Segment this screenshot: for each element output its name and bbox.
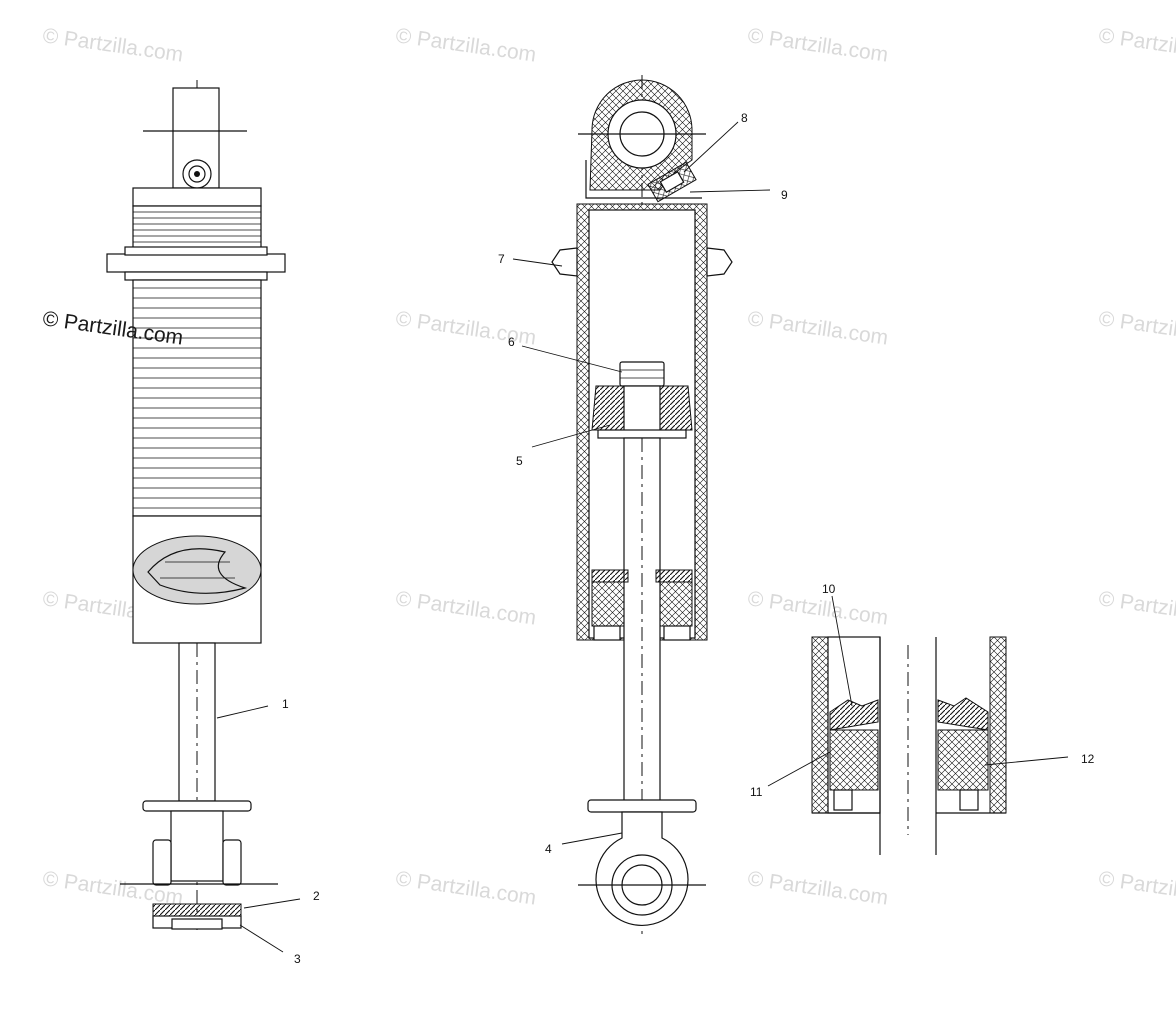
piston-nut-6: [619, 361, 665, 387]
callout-6: 6: [508, 335, 515, 349]
piston-rod-1: [178, 642, 216, 802]
detail-wall-left: [811, 636, 829, 814]
watermark-text: © Partzilla.com: [746, 587, 889, 629]
callout-11: 11: [750, 785, 763, 799]
callout-9: 9: [781, 188, 788, 202]
watermark-text: © Partzilla.com: [746, 867, 889, 909]
shock-cross-section-view: [551, 75, 733, 935]
callout-2: 2: [313, 889, 320, 903]
shock-exterior-view: [106, 80, 286, 930]
bottom-spring-seat: [142, 800, 252, 812]
watermark-text: © Partzilla.com: [394, 587, 537, 629]
seal-head-11: [829, 729, 879, 791]
watermark-text: © Partzilla.com: [1097, 867, 1176, 909]
watermark-text: © Partzilla.com: [394, 307, 537, 349]
watermark-text: © Partzilla.com: [746, 24, 889, 66]
callout-10: 10: [822, 582, 836, 596]
leader-6: [521, 345, 623, 373]
leader-7: [512, 258, 563, 267]
preload-adjuster-nut: [106, 253, 286, 273]
watermark-text: © Partzilla.com: [1097, 587, 1176, 629]
leader-8: [683, 121, 739, 173]
callout-3: 3: [294, 952, 301, 966]
callout-12: 12: [1081, 752, 1095, 766]
bottom-clevis: [170, 810, 224, 882]
callout-8: 8: [741, 111, 748, 125]
seal-upper: [591, 569, 629, 583]
seal-head-12: [937, 729, 989, 791]
callout-5: 5: [516, 454, 523, 468]
watermark-text: © Partzilla.com: [746, 307, 889, 349]
leader-3: [239, 924, 284, 953]
watermark-text: © Partzilla.com: [394, 867, 537, 909]
callout-7: 7: [498, 252, 505, 266]
watermark-text: © Partzilla.com: [41, 24, 184, 66]
leader-lines: [216, 121, 1069, 953]
watermark-text: © Partzilla.com: [1097, 307, 1176, 349]
top-spring-cap: [132, 187, 262, 207]
callout-labels: 1 2 3 4 5 6 7 8 9 10 11 12: [282, 111, 1095, 966]
leader-1: [216, 705, 269, 719]
seal-detail-view: [811, 636, 1007, 855]
seal-head: [591, 581, 625, 627]
callout-1: 1: [282, 697, 289, 711]
leader-5: [531, 424, 611, 448]
callout-4: 4: [545, 842, 552, 856]
leader-9: [689, 189, 771, 193]
upper-spring-coils: [132, 205, 262, 255]
retaining-ring-7: [551, 247, 578, 277]
leader-4: [561, 832, 623, 845]
watermark-text: © Partzilla.com: [1097, 24, 1176, 66]
watermark-text: © Partzilla.com: [394, 24, 537, 66]
leader-12: [984, 756, 1069, 766]
detail-wall-right: [989, 636, 1007, 814]
brand-logo-emblem: [132, 535, 262, 605]
valve-assembly-9: [647, 161, 697, 203]
bushing-2: [152, 903, 242, 917]
leader-11: [767, 751, 831, 787]
leader-10: [831, 595, 853, 707]
main-spring-coils: [132, 279, 262, 517]
bottom-collar: [587, 799, 697, 813]
leader-2: [243, 898, 301, 909]
